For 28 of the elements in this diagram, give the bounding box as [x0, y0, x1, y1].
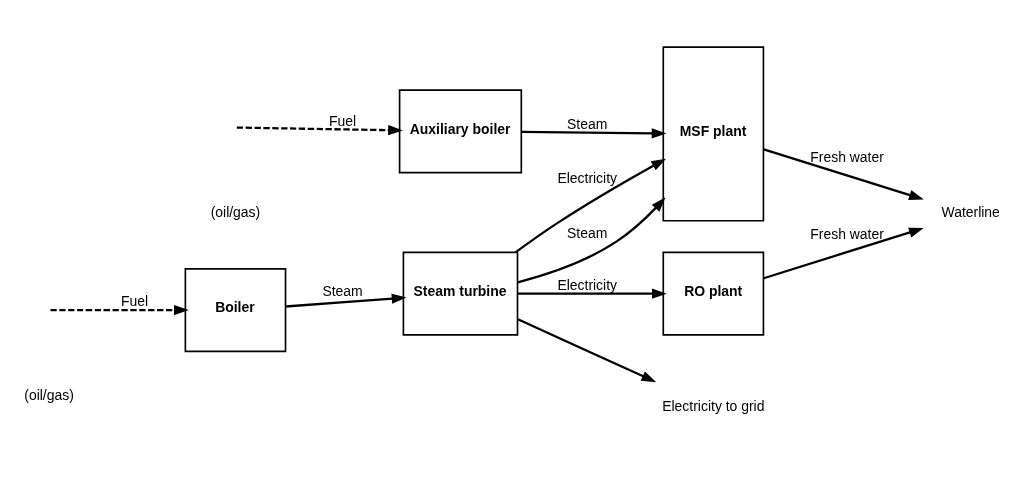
node-box: RO plant	[662, 251, 765, 336]
arrow	[763, 227, 924, 279]
arrow	[521, 127, 667, 138]
edge-label: Fuel	[121, 292, 149, 309]
node-box: Boiler	[184, 267, 287, 352]
arrow	[763, 147, 924, 200]
edge-label: Fuel	[329, 112, 357, 129]
node-box: Auxiliary boiler	[398, 88, 523, 173]
label: (oil/gas)	[210, 203, 261, 220]
edge-label: Electricity	[557, 169, 618, 186]
edge-label: Steam	[567, 115, 608, 132]
edge-label: Steam	[567, 224, 608, 241]
edge-label: Fresh water	[810, 225, 884, 242]
arrow	[517, 196, 666, 283]
arrow	[517, 317, 657, 382]
node-text: Electricity to grid	[662, 397, 765, 414]
node-box: MSF plant	[662, 45, 765, 222]
arrow	[285, 293, 407, 308]
label: (oil/gas)	[24, 386, 74, 403]
edge-label: Fresh water	[810, 148, 884, 165]
arrow	[50, 304, 189, 315]
edge-label: Steam	[322, 282, 363, 299]
arrow	[236, 124, 403, 135]
edge-label: Electricity	[557, 276, 618, 293]
node-box: Steam turbine	[402, 251, 519, 336]
arrow	[517, 288, 667, 299]
node-text: Waterline	[941, 203, 1000, 220]
arrow	[514, 158, 667, 253]
